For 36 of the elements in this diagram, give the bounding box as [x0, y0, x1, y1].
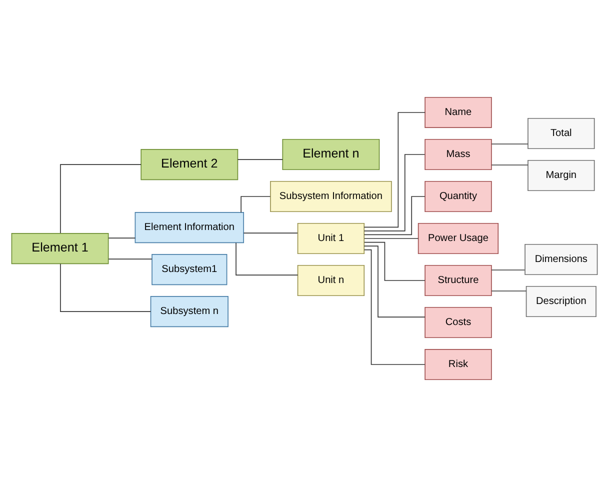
connector [491, 290, 527, 292]
connector [491, 164, 528, 166]
connector [364, 196, 426, 236]
node-box: Name [424, 96, 492, 128]
connector [364, 154, 426, 232]
connector [364, 249, 426, 365]
node-box: Structure [424, 264, 492, 296]
node-box: Unit 1 [297, 222, 365, 254]
connector [240, 196, 271, 213]
node-box: Unit n [297, 264, 365, 296]
node-box: Description [526, 286, 596, 318]
node-box: Element 1 [11, 233, 109, 264]
node-box: Subsystem1 [152, 254, 228, 286]
node-box: Costs [424, 306, 492, 338]
node-box: Power Usage [418, 222, 499, 254]
node-box: Margin [528, 160, 595, 192]
connector [243, 232, 298, 234]
connector [364, 238, 419, 239]
connector [236, 242, 298, 276]
connector [364, 242, 426, 281]
connector [60, 164, 142, 234]
node-box: Dimensions [524, 244, 598, 276]
node-box: Subsystem n [150, 296, 228, 328]
node-box: Subsystem Information [270, 180, 392, 212]
connector [108, 258, 152, 260]
node-box: Mass [424, 138, 492, 170]
node-box: Element n [282, 138, 380, 170]
connector [60, 263, 152, 312]
connector [364, 112, 426, 228]
connector [237, 159, 284, 160]
node-box: Quantity [424, 180, 492, 212]
node-box: Risk [424, 348, 492, 380]
node-box: Element 2 [140, 149, 238, 180]
node-box: Element Information [134, 212, 244, 244]
connector [364, 246, 426, 318]
node-box: Total [528, 118, 595, 150]
